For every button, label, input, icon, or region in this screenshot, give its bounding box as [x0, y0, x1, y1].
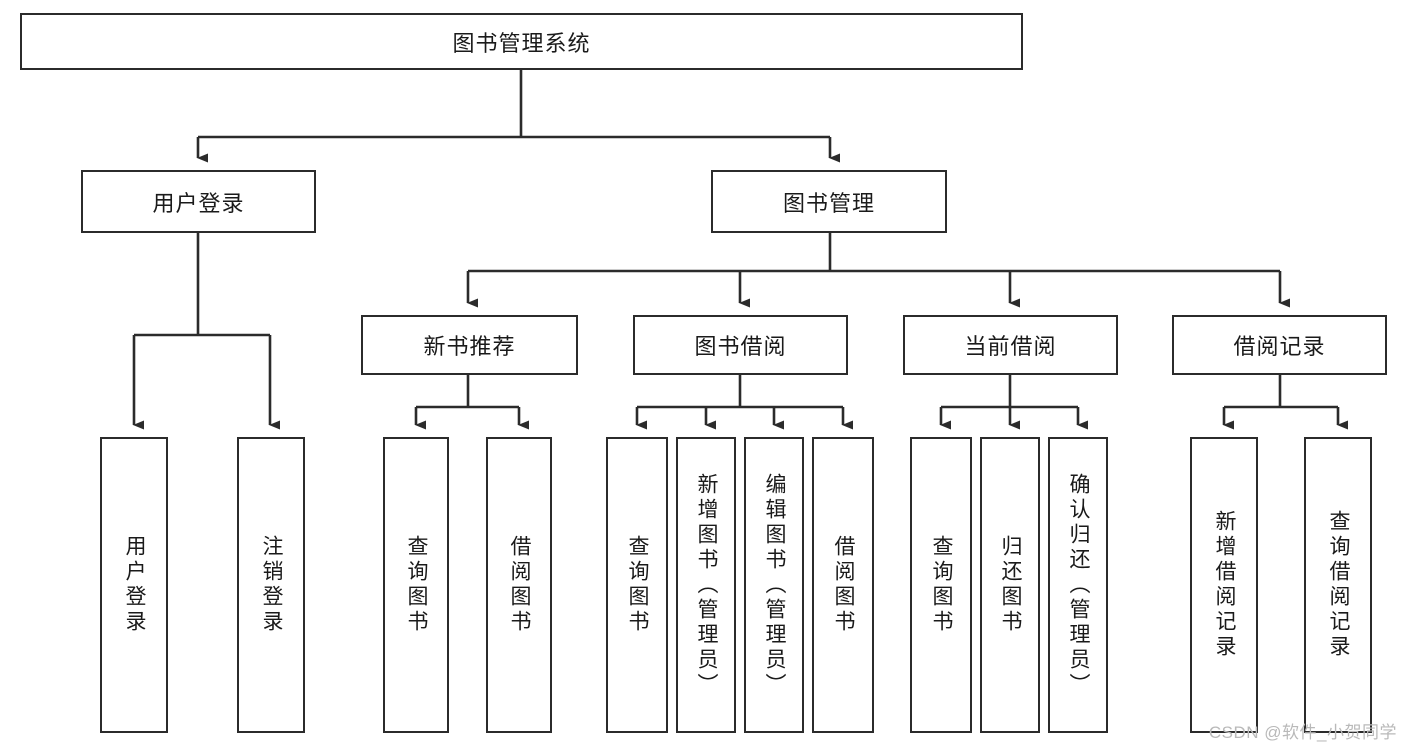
node-book-manage-label: 图书管理 [782, 190, 875, 216]
node-root-label: 图书管理系统 [452, 30, 591, 56]
node-leaf-query-record[interactable]: 查询借阅记录 [1304, 437, 1372, 733]
node-book-borrow[interactable]: 图书借阅 [633, 315, 848, 375]
node-leaf-user-logout[interactable]: 注销登录 [237, 437, 305, 733]
node-leaf-return-book-label: 归还图书 [999, 535, 1023, 635]
node-leaf-user-login[interactable]: 用户登录 [100, 437, 168, 733]
node-root[interactable]: 图书管理系统 [20, 13, 1023, 70]
node-leaf-query-book-2-label: 查询图书 [626, 535, 650, 635]
node-leaf-add-book-label: 新增图书（管理员） [695, 472, 719, 698]
node-leaf-confirm-return[interactable]: 确认归还（管理员） [1048, 437, 1108, 733]
node-current-borrow[interactable]: 当前借阅 [903, 315, 1118, 375]
node-borrow-record-label: 借阅记录 [1233, 334, 1326, 359]
node-leaf-add-record[interactable]: 新增借阅记录 [1190, 437, 1258, 733]
node-leaf-user-logout-label: 注销登录 [260, 535, 284, 635]
node-leaf-borrow-book-2[interactable]: 借阅图书 [812, 437, 874, 733]
node-leaf-borrow-book-2-label: 借阅图书 [832, 535, 856, 635]
node-leaf-query-book-1-label: 查询图书 [405, 535, 429, 635]
node-book-borrow-label: 图书借阅 [694, 334, 787, 359]
node-leaf-user-login-label: 用户登录 [123, 535, 147, 635]
node-new-book-recommend-label: 新书推荐 [423, 334, 516, 359]
node-user-login[interactable]: 用户登录 [81, 170, 316, 233]
node-new-book-recommend[interactable]: 新书推荐 [361, 315, 578, 375]
node-leaf-confirm-return-label: 确认归还（管理员） [1067, 472, 1091, 698]
node-user-login-label: 用户登录 [152, 190, 245, 216]
node-leaf-query-book-3-label: 查询图书 [930, 535, 954, 635]
node-leaf-add-record-label: 新增借阅记录 [1213, 510, 1237, 660]
node-leaf-query-record-label: 查询借阅记录 [1327, 510, 1351, 660]
node-leaf-add-book[interactable]: 新增图书（管理员） [676, 437, 736, 733]
node-leaf-return-book[interactable]: 归还图书 [980, 437, 1040, 733]
node-current-borrow-label: 当前借阅 [964, 334, 1057, 359]
node-leaf-query-book-2[interactable]: 查询图书 [606, 437, 668, 733]
node-borrow-record[interactable]: 借阅记录 [1172, 315, 1387, 375]
node-leaf-query-book-3[interactable]: 查询图书 [910, 437, 972, 733]
node-leaf-borrow-book-1-label: 借阅图书 [508, 535, 532, 635]
node-leaf-query-book-1[interactable]: 查询图书 [383, 437, 449, 733]
watermark-text: CSDN @软件_小贺同学 [1208, 723, 1397, 742]
node-leaf-borrow-book-1[interactable]: 借阅图书 [486, 437, 552, 733]
node-leaf-edit-book-label: 编辑图书（管理员） [763, 472, 787, 698]
node-leaf-edit-book[interactable]: 编辑图书（管理员） [744, 437, 804, 733]
node-book-manage[interactable]: 图书管理 [711, 170, 947, 233]
